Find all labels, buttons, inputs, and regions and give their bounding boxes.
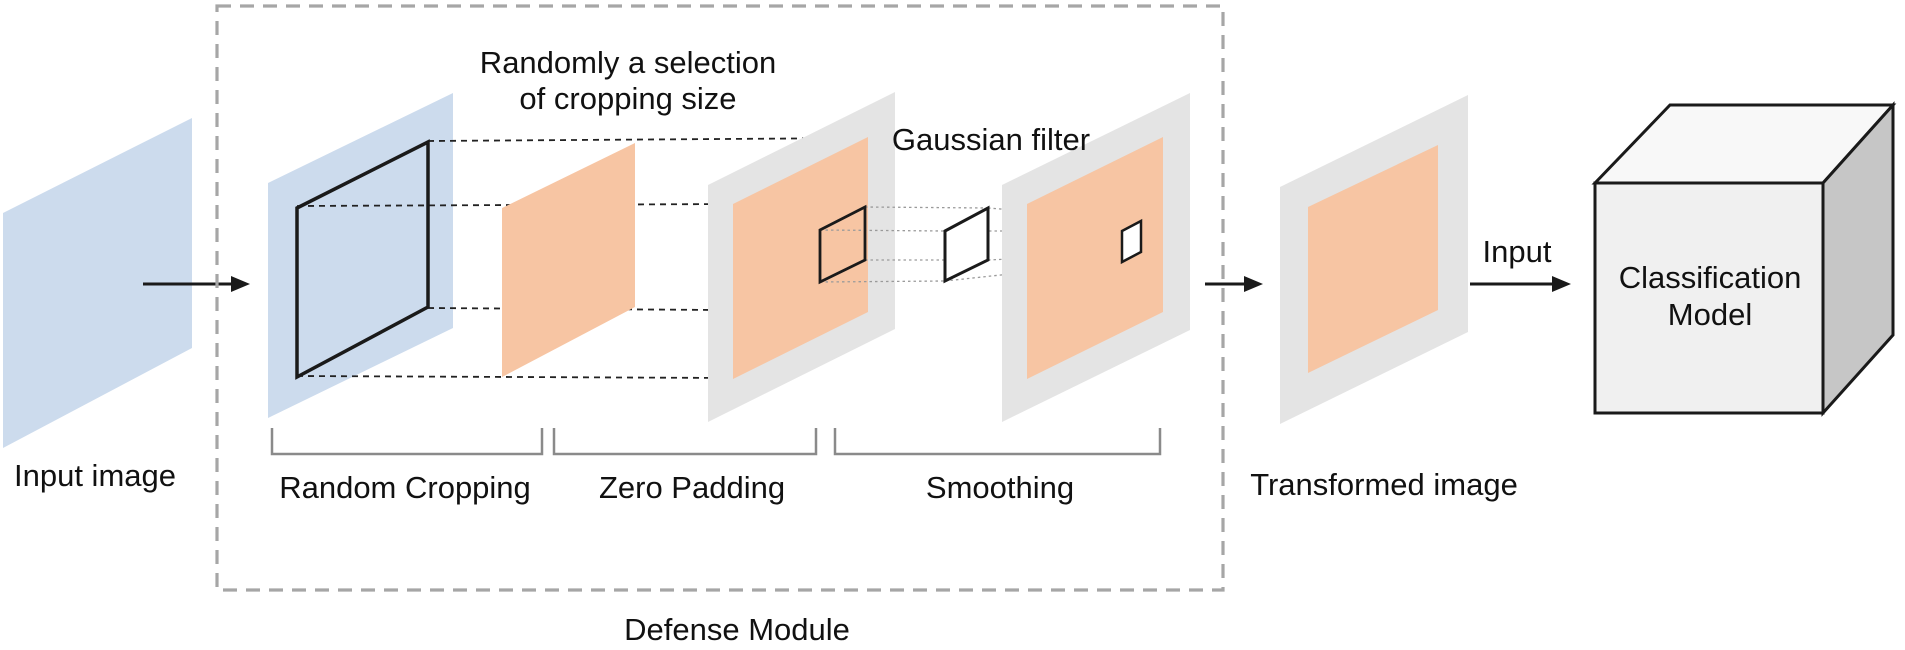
classification-model-label-line1: Classification [1618, 260, 1802, 295]
bracket-zero-padding [552, 428, 818, 456]
defense-module-box [215, 4, 1225, 592]
crop-region-outline [295, 139, 430, 380]
bracket-smoothing [833, 428, 1162, 456]
flow-arrow-2 [1205, 276, 1263, 292]
input-arrow [1470, 276, 1571, 292]
kernel-result-outline [1120, 218, 1143, 265]
input-arrow-label: Input [1482, 234, 1552, 269]
stage-label-smoothing: Smoothing [925, 470, 1075, 505]
cropped-image-panel [502, 143, 635, 377]
gaussian-filter-label: Gaussian filter [891, 122, 1091, 157]
smoothed-image-content [1027, 137, 1163, 379]
bracket-random-cropping [270, 428, 544, 456]
transformed-image-content [1308, 145, 1438, 373]
stage-label-zero-padding: Zero Padding [598, 470, 786, 505]
stage-brackets [270, 428, 1162, 456]
stage-label-random-cropping: Random Cropping [279, 470, 531, 505]
gaussian-kernel-outline [943, 205, 990, 284]
classification-model-label: Classification Model [1619, 259, 1802, 333]
cube-front-face [1593, 181, 1825, 415]
input-image-panel [3, 118, 192, 448]
crop-size-note: Randomly a selection of cropping size [480, 45, 776, 117]
classification-model-label-line2: Model [1667, 297, 1753, 332]
classification-model-cube [1591, 101, 1897, 417]
cropping-source-panel [268, 93, 453, 418]
defense-module-label: Defense Module [624, 612, 850, 647]
crop-size-note-line2: of cropping size [519, 81, 737, 116]
kernel-source-outline [818, 204, 867, 285]
padded-image-content [733, 137, 868, 379]
kernel-trace-lines-left [819, 206, 989, 283]
input-image-label: Input image [14, 458, 176, 493]
crop-size-note-line1: Randomly a selection [479, 45, 777, 80]
transformed-image-label: Transformed image [1250, 467, 1518, 502]
